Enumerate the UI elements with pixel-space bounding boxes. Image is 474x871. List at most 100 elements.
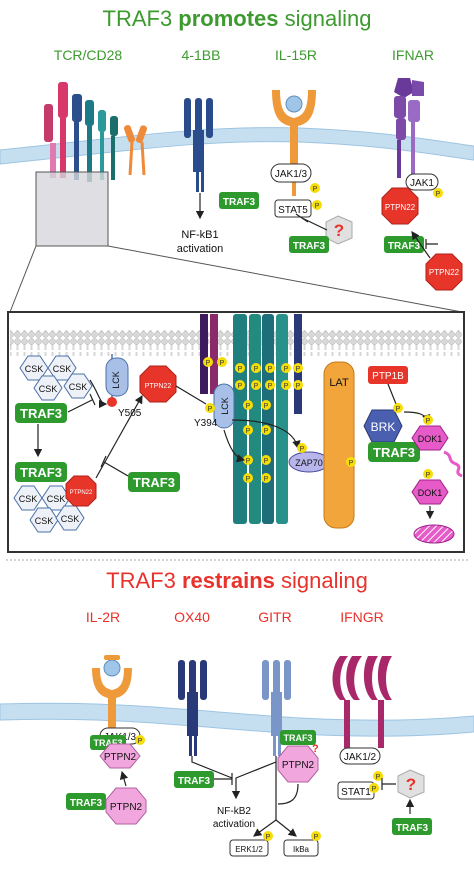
svg-text:PTPN2: PTPN2 [282, 760, 315, 771]
svg-text:JAK1: JAK1 [410, 178, 434, 189]
inhibit-ifngr [381, 778, 396, 790]
svg-text:P: P [264, 403, 269, 410]
svg-text:PTPN22: PTPN22 [70, 490, 93, 496]
svg-text:?: ? [406, 775, 416, 794]
svg-text:P: P [206, 360, 211, 367]
phospho-ifngr-1: P [373, 771, 383, 781]
phospho-site: P [293, 363, 303, 373]
gitr-to-ikba [275, 819, 297, 837]
svg-text:P: P [266, 834, 271, 841]
svg-text:JAK1/2: JAK1/2 [344, 752, 377, 763]
receptor-il2r [92, 655, 132, 740]
receptor-label-gitr: GITR [258, 609, 291, 625]
svg-text:JAK1/3: JAK1/3 [275, 169, 308, 180]
svg-text:P: P [264, 458, 269, 465]
traf3-badge-41bb: TRAF3 [219, 192, 259, 209]
y505-label: Y505 [118, 408, 142, 419]
traf3-inhibit-2 [100, 455, 129, 477]
receptor-label-41bb: 4-1BB [182, 47, 221, 63]
svg-text:P: P [396, 406, 401, 413]
ox40-path [191, 756, 233, 779]
traf3-label: TRAF3 [223, 197, 256, 208]
phospho-site: P [243, 473, 253, 483]
svg-text:IkBa: IkBa [293, 845, 310, 854]
zoom-box [35, 171, 109, 247]
phospho-site: P [261, 425, 271, 435]
svg-text:DOK1: DOK1 [418, 488, 443, 498]
nfkb2-label: NF-kB2 [217, 806, 251, 817]
svg-text:?: ? [334, 221, 344, 240]
svg-text:CSK: CSK [35, 516, 54, 526]
ptpn2-il2r-2: PTPN2 [105, 787, 147, 825]
svg-text:CSK: CSK [61, 514, 80, 524]
svg-text:CSK: CSK [39, 384, 58, 394]
dok1-upper: DOK1 P [411, 415, 449, 451]
svg-text:TRAF3: TRAF3 [373, 445, 415, 460]
receptor-label-ifngr: IFNGR [340, 609, 384, 625]
traf3-badge-ifngr: TRAF3 [392, 818, 432, 835]
svg-text:P: P [138, 738, 143, 745]
question-gitr: ? [312, 743, 319, 755]
svg-text:PTP1B: PTP1B [372, 371, 404, 382]
traf3-inhibit-1 [67, 393, 96, 413]
svg-text:CSK: CSK [25, 364, 44, 374]
svg-text:LAT: LAT [329, 377, 349, 389]
ptpn22-ifnar-1: PTPN22 [381, 187, 419, 225]
jak1-box: JAK1 [405, 173, 439, 191]
ptpn22-ifnar-2: PTPN22 [425, 253, 463, 291]
svg-text:P: P [296, 383, 301, 390]
stat5-box: STAT5 [274, 199, 312, 218]
nfkb1-activation-label: activation [177, 243, 223, 255]
gitr-branch [231, 756, 277, 800]
phospho-site: P [261, 473, 271, 483]
phospho-site: P [261, 455, 271, 465]
svg-text:TRAF3: TRAF3 [284, 733, 313, 743]
lck-inactive: LCK [105, 354, 129, 407]
jak13-box: JAK1/3 [270, 163, 312, 183]
receptor-label-il15r: IL-15R [275, 47, 317, 63]
csk-cluster-top: CSK CSK CSK CSK [19, 355, 93, 401]
svg-text:TRAF3: TRAF3 [20, 406, 62, 421]
receptor-41bb [184, 98, 213, 192]
svg-text:P: P [268, 383, 273, 390]
gitr-to-erk [253, 819, 277, 837]
svg-text:PTPN22: PTPN22 [385, 203, 416, 212]
phospho-site: P [235, 363, 245, 373]
traf3-detail-1: TRAF3 [15, 403, 67, 423]
svg-text:TRAF3: TRAF3 [396, 823, 429, 834]
receptor-ifnar [394, 78, 424, 178]
svg-text:P: P [436, 191, 441, 198]
svg-text:STAT5: STAT5 [278, 205, 308, 216]
inhibit-il15r [295, 213, 328, 231]
traf3-badge-ifnar: TRAF3 [384, 236, 424, 253]
phospho-site: P [251, 380, 261, 390]
csk-to-lck [89, 379, 108, 409]
phospho-site: P [243, 400, 253, 410]
svg-text:LCK: LCK [220, 397, 230, 415]
svg-text:P: P [238, 383, 243, 390]
svg-text:P: P [284, 366, 289, 373]
dok1-squiggle [443, 450, 463, 478]
svg-text:LCK: LCK [111, 371, 121, 389]
svg-text:P: P [264, 428, 269, 435]
svg-text:P: P [349, 460, 354, 467]
svg-text:CSK: CSK [47, 494, 66, 504]
arrow-ptpn22-up [411, 231, 431, 259]
phospho-site: P [203, 357, 213, 367]
traf3-badge-il2r-2: TRAF3 [66, 793, 106, 810]
erk-box: ERK1/2 P [229, 831, 273, 857]
svg-text:CSK: CSK [53, 364, 72, 374]
svg-text:P: P [268, 366, 273, 373]
svg-text:P: P [246, 428, 251, 435]
svg-text:PTPN22: PTPN22 [145, 383, 172, 390]
phospho-site: P [281, 380, 291, 390]
jak12-box: JAK1/2 [339, 747, 381, 765]
svg-text:P: P [254, 366, 259, 373]
ptpn2-gitr: PTPN2 [277, 745, 319, 783]
ptpn2-il2r-1: PTPN2 [99, 743, 141, 769]
ptpn2-inhibit-gitr [277, 783, 299, 805]
svg-text:P: P [313, 186, 318, 193]
arrow-ptpn2-up [119, 770, 129, 787]
svg-text:TRAF3: TRAF3 [388, 241, 421, 252]
traf3-badge-gitr: TRAF3 [280, 730, 316, 745]
